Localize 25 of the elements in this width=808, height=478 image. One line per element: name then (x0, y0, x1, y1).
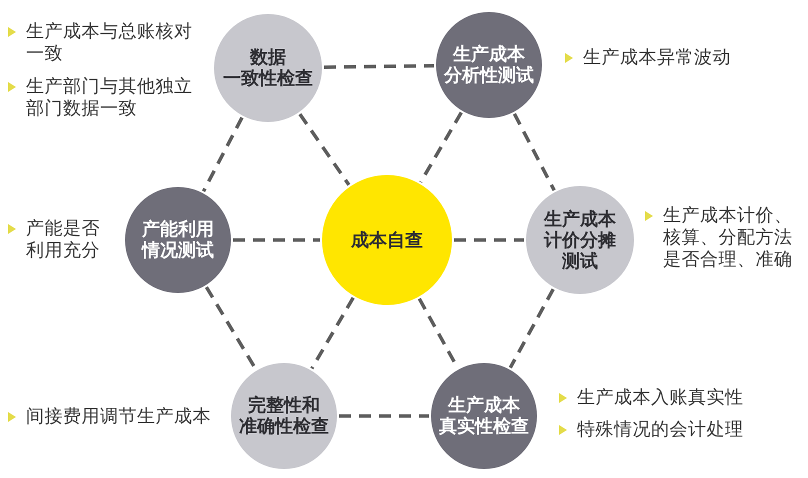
dashed-connector (419, 112, 463, 183)
bullet-text: 生产成本异常波动 (583, 47, 732, 69)
bullet-text: 生产成本计价、核算、分配方法是否合理、准确 (663, 205, 794, 271)
node-label: 产能利用情况测试 (140, 219, 215, 261)
bullet-text: 生产成本入账真实性 (577, 387, 744, 409)
bullet-text: 产能是否利用充分 (26, 218, 101, 262)
node-label: 生产成本计价分摊测试 (542, 208, 617, 272)
bullet-text: 生产成本与总账核对一致 (26, 21, 194, 65)
dashed-connector (233, 238, 320, 242)
node-label: 生产成本分析性测试 (442, 44, 535, 86)
dashed-connector (310, 296, 355, 370)
dashed-connector (324, 64, 434, 69)
dashed-connector (298, 113, 350, 186)
node-label: 成本自查 (350, 230, 424, 250)
bullet-text: 特殊情况的会计处理 (577, 419, 744, 441)
dashed-connector (202, 116, 244, 192)
node-label: 生产成本真实性检查 (438, 395, 530, 437)
dashed-connector (508, 288, 555, 369)
dashed-connector (339, 414, 429, 418)
bullet-text: 间接费用调节生产成本 (26, 406, 212, 428)
node-label: 数据一致性检查 (222, 47, 314, 89)
dashed-connector (512, 113, 556, 192)
node-label: 完整性和准确性检查 (238, 395, 330, 437)
bullet-text: 生产部门与其他独立部门数据一致 (26, 76, 194, 120)
dashed-connector (454, 238, 524, 242)
